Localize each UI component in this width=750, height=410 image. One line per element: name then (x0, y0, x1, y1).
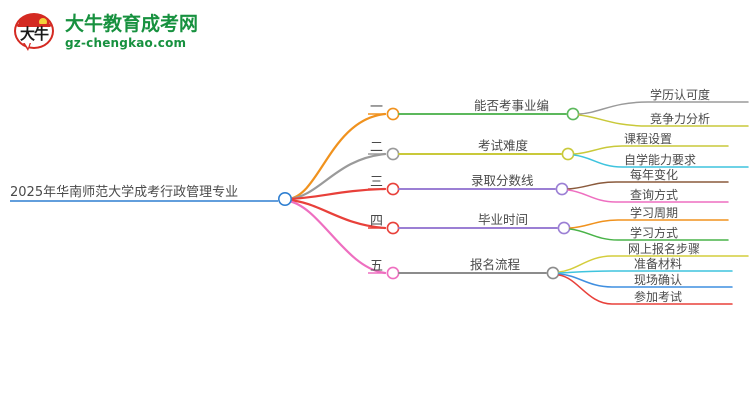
logo-subtitle: gz-chengkao.com (65, 36, 187, 50)
branch-3-node-dot[interactable] (386, 182, 400, 196)
branch-2-child-1-label: 课程设置 (624, 131, 672, 146)
root-node-group[interactable]: 2025年华南师范大学成考行政管理专业 (10, 184, 292, 207)
logo-mark-text: 大牛 (19, 25, 49, 43)
branch-2-child-2-edge (573, 154, 749, 168)
branch-1-child-2-label: 竞争力分析 (650, 112, 710, 126)
branch-1-node-dot[interactable] (386, 107, 400, 121)
branch-4: 四 毕业时间 学习周期 学习方式 (368, 205, 729, 241)
branch-2-number: 二 (370, 140, 383, 155)
branch-3: 三 录取分数线 每年变化 查询方式 (368, 167, 729, 203)
branch-5-child-3-label: 现场确认 (634, 273, 682, 287)
branch-4-node-dot[interactable] (386, 221, 400, 235)
branch-4-child-2-edge (569, 228, 729, 241)
branch-3-title-node-dot[interactable] (555, 182, 569, 196)
branch-4-child-2-label: 学习方式 (630, 225, 678, 240)
branch-4-number: 四 (370, 214, 383, 229)
branch-4-child-1-edge (569, 219, 729, 229)
branch-5-child-2-label: 准备材料 (634, 257, 682, 271)
branch-1-title: 能否考事业编 (474, 98, 549, 113)
branch-2-title: 考试难度 (478, 138, 529, 153)
root-edge-1 (286, 112, 387, 201)
root-edge-2 (286, 152, 387, 201)
branch-1-child-1-edge (578, 101, 749, 115)
branch-1-title-node-dot[interactable] (566, 107, 580, 121)
branch-5-title-node-dot[interactable] (546, 266, 560, 280)
logo-cap-dot (39, 18, 47, 26)
branch-1-child-2-edge (578, 114, 749, 127)
brand-logo-icon: 大牛 (14, 11, 56, 53)
branch-1-number: 一 (370, 100, 383, 115)
branch-3-child-1-edge (567, 181, 729, 190)
site-logo-header: 大牛 大牛教育成考网 gz-chengkao.com (14, 8, 314, 56)
branch-5-child-3-edge (558, 273, 733, 288)
branch-5-child-1-edge (558, 255, 749, 273)
logo-bubble-tail-inner (24, 42, 30, 48)
branch-2-title-node-dot[interactable] (561, 147, 575, 161)
branch-3-title: 录取分数线 (471, 173, 534, 188)
logo-cap-band (17, 24, 51, 27)
branch-3-number: 三 (370, 175, 383, 190)
branch-5-node-dot[interactable] (386, 266, 400, 280)
branch-4-title-node-dot[interactable] (557, 221, 571, 235)
branch-4-child-1-label: 学习周期 (630, 205, 678, 220)
root-node-dot[interactable] (277, 192, 292, 207)
root-edge-5 (286, 199, 387, 275)
branch-5: 五 报名流程 网上报名步骤 准备材料 现场确认 参加考试 (368, 241, 749, 305)
branch-3-child-2-edge (567, 189, 729, 203)
logo-text-block: 大牛教育成考网 gz-chengkao.com (65, 14, 198, 50)
branch-5-child-4-edge (558, 274, 733, 305)
branch-5-child-1-label: 网上报名步骤 (628, 241, 700, 256)
root-label: 2025年华南师范大学成考行政管理专业 (10, 184, 238, 200)
root-edges (286, 112, 387, 275)
logo-cap-shape (18, 14, 50, 27)
branch-2: 二 考试难度 课程设置 自学能力要求 (368, 131, 749, 168)
branch-5-child-4-label: 参加考试 (634, 289, 682, 304)
root-edge-4 (286, 198, 387, 230)
branch-4-title: 毕业时间 (478, 212, 528, 227)
logo-title: 大牛教育成考网 (65, 13, 199, 35)
branch-5-number: 五 (370, 259, 383, 274)
branch-5-child-2-edge (558, 270, 733, 274)
branch-2-child-2-label: 自学能力要求 (624, 152, 696, 167)
branch-1: 一 能否考事业编 学历认可度 竞争力分析 (368, 87, 749, 127)
branch-2-node-dot[interactable] (386, 147, 400, 161)
branch-1-child-1-label: 学历认可度 (650, 87, 710, 102)
root-edge-3 (286, 187, 387, 201)
branch-2-child-1-edge (573, 145, 729, 155)
branch-3-child-1-label: 每年变化 (630, 167, 678, 182)
branch-5-title: 报名流程 (470, 257, 521, 272)
branch-3-child-2-label: 查询方式 (630, 187, 678, 202)
